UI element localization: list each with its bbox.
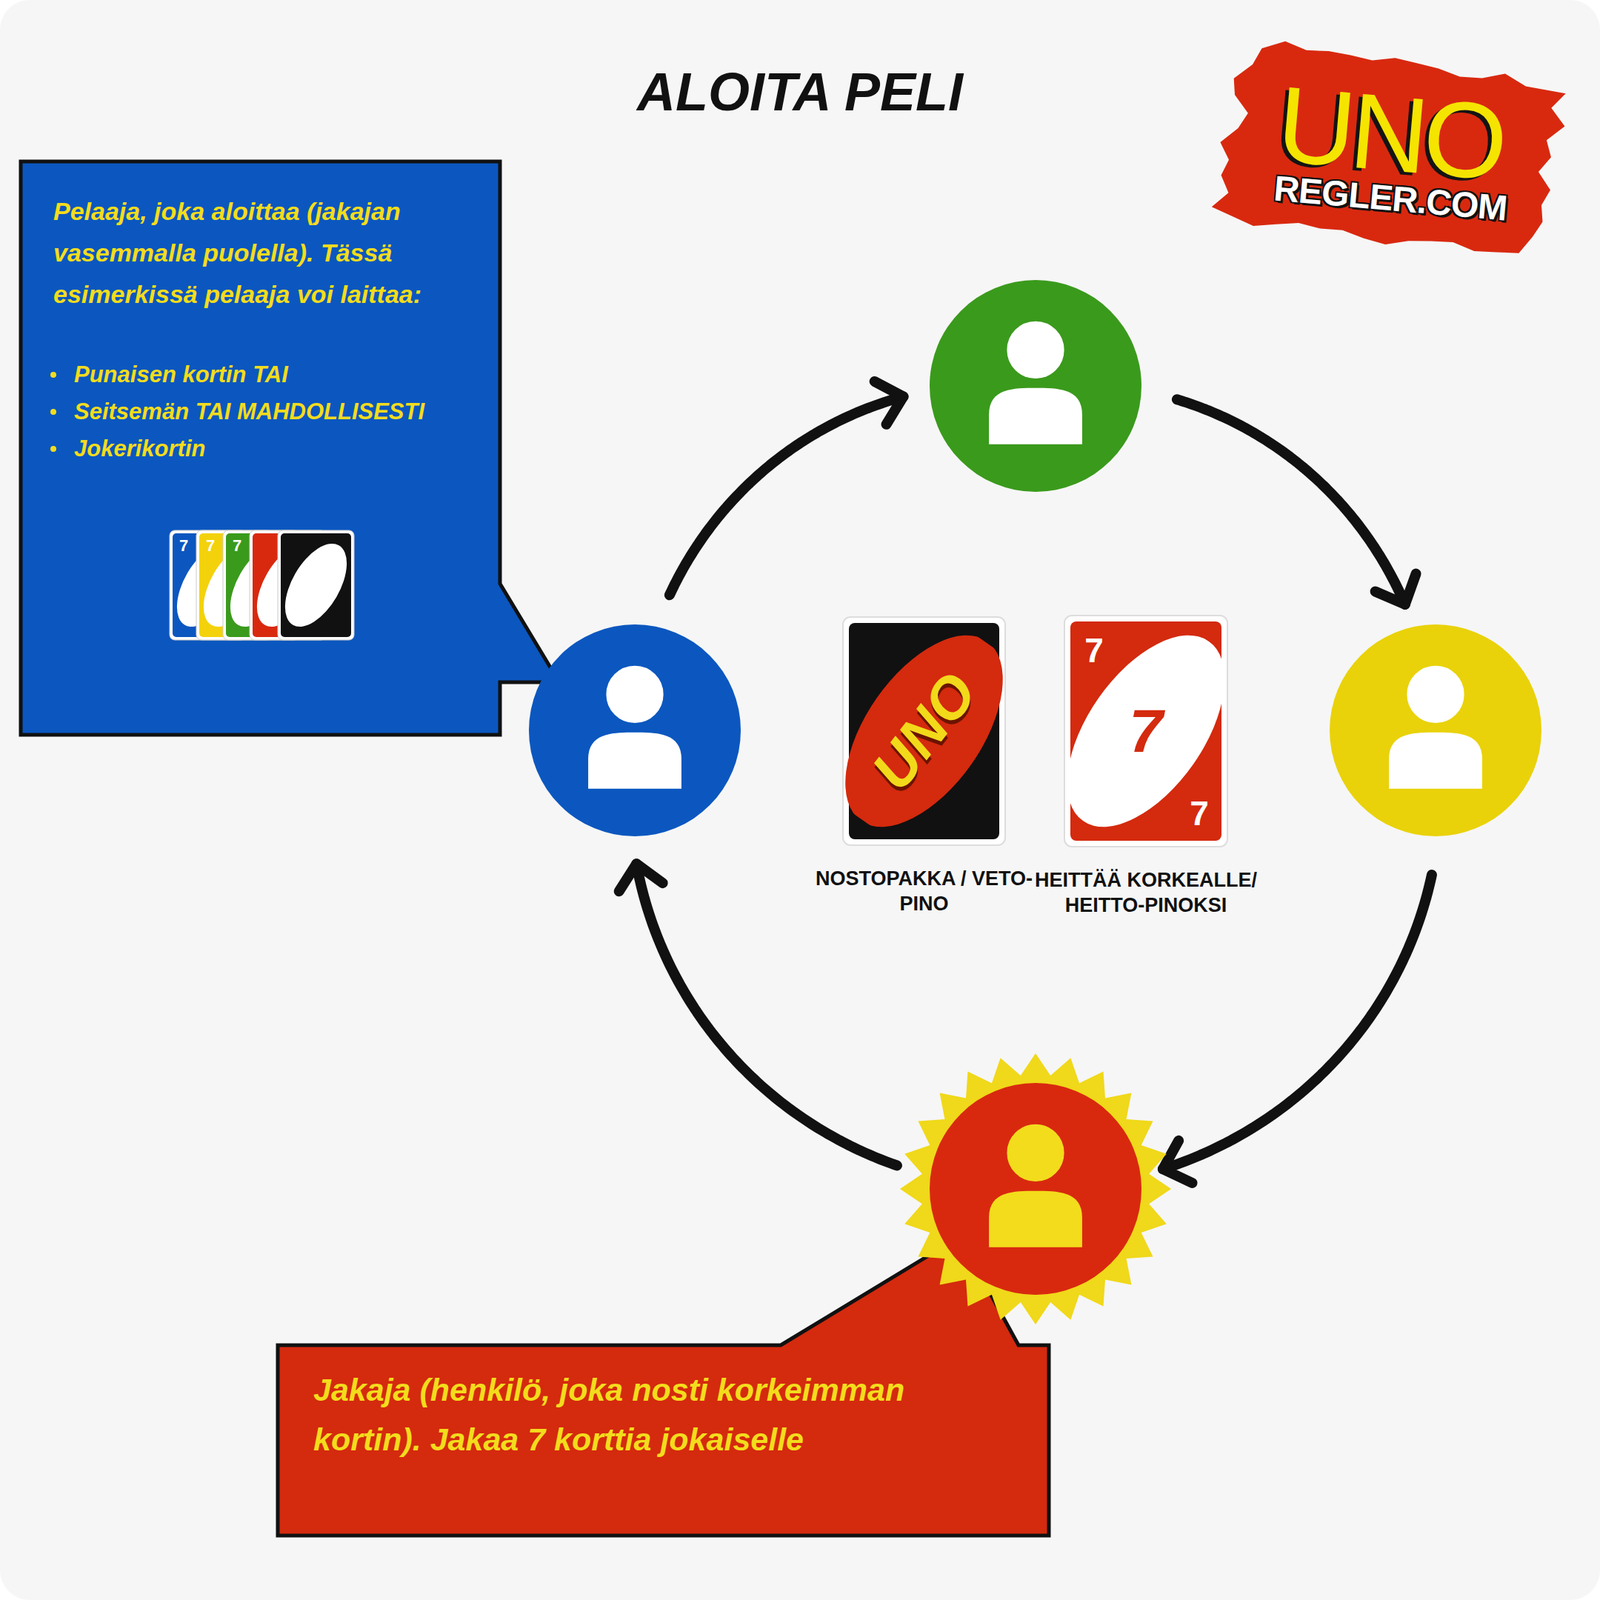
pile-caption: NOSTOPAKKA / VETO-PINO [813,865,1036,917]
list-item: Seitsemän TAI MAHDOLLISESTI [53,393,498,431]
brush-stroke [1209,34,1572,267]
list-item-text: Seitsemän TAI MAHDOLLISESTI [74,398,425,425]
player-circle [1329,624,1542,837]
person-head [1002,317,1069,383]
dealer-circle [929,1082,1142,1295]
callout-heading: Pelaaja, joka aloittaa (jakajan vasemmal… [53,190,498,315]
card-fan-icon [169,530,355,640]
pile-caption: HEITTÄÄ KORKEALLE/ HEITTO-PINOKSI [1034,867,1258,918]
list-item-text: Jokerikortin [74,435,206,462]
callout-content: Pelaaja, joka aloittaa (jakajan vasemmal… [53,190,498,468]
node-shape [528,624,741,837]
person-head [1002,1120,1069,1186]
card-symbol: 7 [1077,631,1111,670]
player-disc [929,1082,1142,1295]
player-circle [929,280,1142,492]
card-oval [1035,608,1257,855]
mini-wild-card [272,530,360,640]
callout-box: Jakaja (henkilö, joka nosti korkeimman k… [277,1345,1049,1536]
player-circle [528,624,741,837]
player-disc [1329,624,1542,837]
flow-arrow [636,863,898,1166]
person-head [602,661,669,728]
person-body [588,732,682,789]
card-symbol: UNO [784,597,1065,866]
card-number: 7 [200,534,220,558]
node-text: Jakaja (henkilö, joka nosti korkeimman k… [313,1365,1010,1465]
card-number: 7 [174,534,194,558]
flow-arrow [1162,874,1432,1169]
callout-box: Pelaaja, joka aloittaa (jakajan vasemmal… [20,161,500,735]
node-shape [1329,624,1542,837]
callout-shape [277,1237,1049,1536]
bullet-dot [50,445,57,452]
player-disc [929,280,1142,492]
person-head [1402,661,1469,728]
flow-arrow [1177,399,1406,605]
list-item: Punaisen kortin TAI [53,356,498,394]
bullet-dot [50,408,57,415]
list-item-text: Punaisen kortin TAI [74,361,289,388]
callout-shape [20,161,560,735]
person-body [1388,732,1483,789]
logo-badge: UNOREGLER.COM [1219,25,1562,276]
node-shape [929,1082,1142,1295]
bullet-dot [50,371,57,378]
draw-pile-card: UNONOSTOPAKKA / VETO-PINO [842,617,1006,846]
mini-card-oval [272,533,360,637]
card-symbol: 7 [1182,794,1216,833]
flow-arrow [669,396,904,595]
player-disc [528,624,741,837]
person-body [988,388,1083,445]
list-item: Jokerikortin [53,430,498,468]
person-body [988,1191,1083,1248]
sunburst [900,1053,1172,1325]
discard-pile-card: 777HEITTÄÄ KORKEALLE/ HEITTO-PINOKSI [1064,615,1228,847]
card-number: 7 [227,534,247,558]
node-shape [929,280,1142,492]
